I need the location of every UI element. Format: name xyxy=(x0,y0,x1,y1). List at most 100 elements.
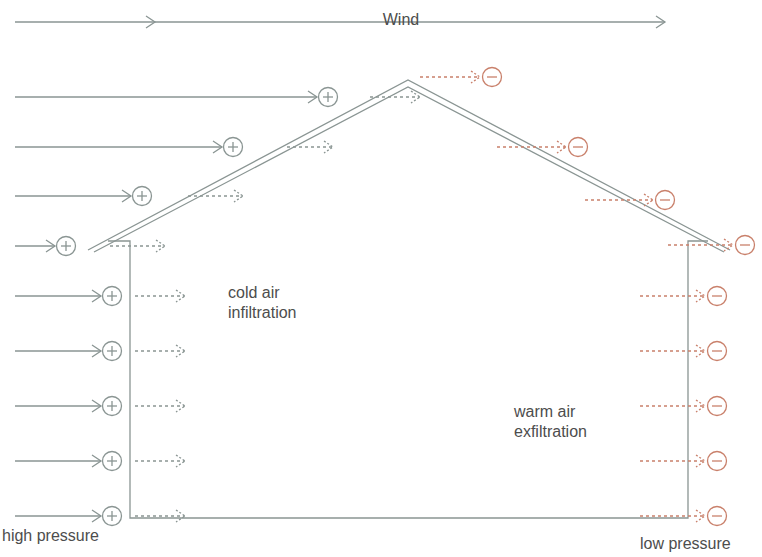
arrow-head xyxy=(724,239,733,251)
wind-line xyxy=(15,350,101,351)
arrow-head xyxy=(557,141,566,153)
sign-stroke xyxy=(111,401,112,411)
sign-stroke xyxy=(111,346,112,356)
sign-stroke xyxy=(232,142,233,152)
sign-stroke xyxy=(712,460,722,461)
arrow-head xyxy=(92,455,101,467)
air-flow-line xyxy=(640,350,705,351)
air-flow-line xyxy=(135,405,185,406)
arrow-head xyxy=(696,400,705,412)
sign-stroke xyxy=(111,456,112,466)
arrow-head xyxy=(411,91,420,103)
pressure-arrows xyxy=(15,16,755,526)
pressure-plus-circle xyxy=(103,452,122,471)
pressure-plus-circle xyxy=(103,287,122,306)
air-flow-line xyxy=(188,195,243,196)
pressure-minus-circle xyxy=(708,342,727,361)
arrow-head xyxy=(176,400,185,412)
pressure-minus-circle xyxy=(569,138,588,157)
air-flow-line xyxy=(640,405,705,406)
arrow-head xyxy=(644,194,653,206)
air-flow-line xyxy=(668,244,733,245)
sign-stroke xyxy=(111,291,112,301)
arrow-head xyxy=(176,290,185,302)
arrow-head xyxy=(656,16,665,28)
arrow-head xyxy=(92,345,101,357)
wind-line xyxy=(15,146,222,147)
air-flow-line xyxy=(135,460,185,461)
air-flow-line xyxy=(135,515,185,516)
air-flow-line xyxy=(420,76,480,77)
arrow-head xyxy=(92,400,101,412)
sign-stroke xyxy=(740,244,750,245)
pressure-plus-circle xyxy=(103,507,122,526)
arrow-head xyxy=(234,190,243,202)
arrow-head xyxy=(324,141,333,153)
pressure-minus-circle xyxy=(656,191,675,210)
wind-line xyxy=(15,460,101,461)
wind-line xyxy=(15,21,665,22)
pressure-label: low pressure xyxy=(640,534,760,554)
air-flow-line xyxy=(287,146,333,147)
arrow-head xyxy=(471,71,480,83)
sign-stroke xyxy=(712,405,722,406)
air-flow-line xyxy=(585,199,653,200)
arrow-head xyxy=(176,510,185,522)
wind-line xyxy=(15,96,317,97)
wind-line xyxy=(15,515,101,516)
pressure-minus-circle xyxy=(708,287,727,306)
wind-line xyxy=(15,295,101,296)
wind-line xyxy=(15,195,131,196)
pressure-plus-circle xyxy=(103,342,122,361)
pressure-plus-circle xyxy=(133,187,152,206)
sign-stroke xyxy=(487,76,497,77)
house-outline xyxy=(88,80,730,518)
sign-stroke xyxy=(712,295,722,296)
sign-stroke xyxy=(327,92,328,102)
wind-line xyxy=(15,245,55,246)
pressure-label: high pressure xyxy=(2,526,132,546)
pressure-minus-circle xyxy=(708,507,727,526)
flow-label: cold air infiltration xyxy=(228,283,328,323)
arrow-head xyxy=(308,91,317,103)
air-flow-line xyxy=(497,146,566,147)
sign-stroke xyxy=(660,199,670,200)
arrow-head xyxy=(213,141,222,153)
arrow-head xyxy=(146,16,155,28)
air-flow-line xyxy=(370,96,420,97)
pressure-plus-circle xyxy=(103,397,122,416)
arrow-head xyxy=(92,290,101,302)
arrow-head xyxy=(156,240,165,252)
wind-line xyxy=(15,405,101,406)
pressure-plus-circle xyxy=(57,237,76,256)
arrow-head xyxy=(92,510,101,522)
air-flow-line xyxy=(640,460,705,461)
pressure-plus-circle xyxy=(319,88,338,107)
air-flow-line xyxy=(135,350,185,351)
pressure-minus-circle xyxy=(708,397,727,416)
pressure-minus-circle xyxy=(708,452,727,471)
sign-stroke xyxy=(65,241,66,251)
arrow-head xyxy=(696,455,705,467)
sign-stroke xyxy=(573,146,583,147)
sign-stroke xyxy=(712,515,722,516)
arrow-head xyxy=(696,345,705,357)
pressure-plus-circle xyxy=(224,138,243,157)
sign-stroke xyxy=(111,511,112,521)
arrow-head xyxy=(122,190,131,202)
wind-label: Wind xyxy=(376,10,426,30)
pressure-minus-circle xyxy=(483,68,502,87)
pressure-minus-circle xyxy=(736,236,755,255)
arrow-head xyxy=(46,240,55,252)
arrow-head xyxy=(696,290,705,302)
air-flow-line xyxy=(640,515,705,516)
flow-label: warm air exfiltration xyxy=(514,402,614,442)
air-flow-line xyxy=(135,295,185,296)
sign-stroke xyxy=(712,350,722,351)
sign-stroke xyxy=(141,191,142,201)
arrow-head xyxy=(176,455,185,467)
air-flow-line xyxy=(640,295,705,296)
arrow-head xyxy=(696,510,705,522)
air-flow-line xyxy=(110,245,165,246)
